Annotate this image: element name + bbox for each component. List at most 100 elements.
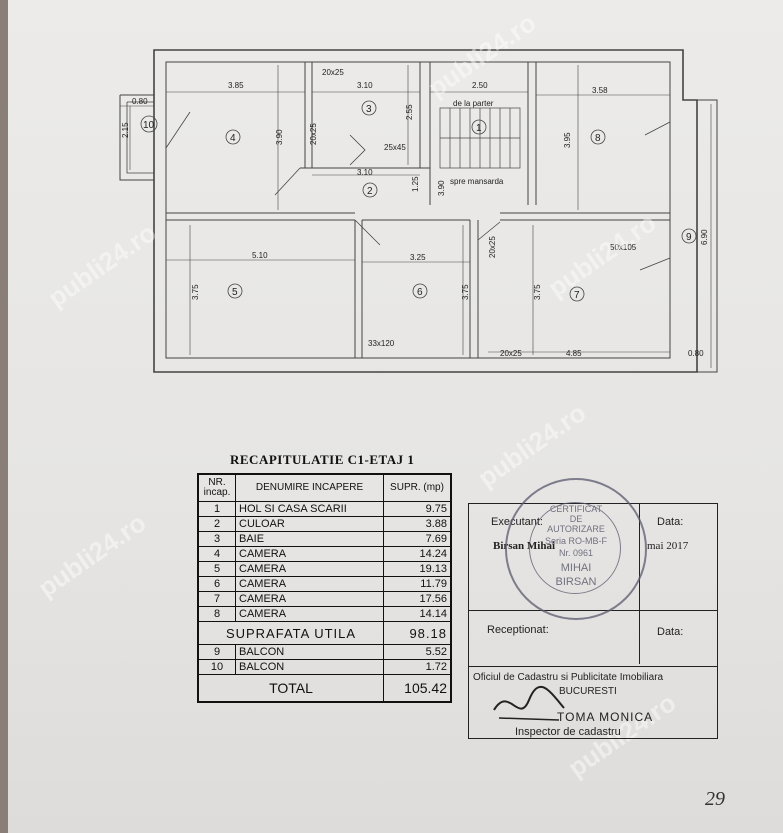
office-text: Oficiul de Cadastru si Publicitate Imobi… (473, 672, 664, 683)
cell-name: CAMERA (235, 561, 384, 577)
cell-nr: 9 (197, 644, 236, 660)
signature-box: Executant: Data: Birsan Mihai mai 2017 R… (468, 503, 718, 739)
header-name: DENUMIRE INCAPERE (235, 473, 384, 502)
dim-label: 2.50 (472, 81, 488, 90)
seal-line: BIRSAN (555, 576, 597, 588)
data-label: Data: (657, 626, 684, 638)
total-value: 105.42 (383, 674, 452, 703)
dim-label: 3.10 (357, 81, 373, 90)
plan-note: 33x120 (368, 339, 395, 348)
seal-line: AUTORIZARE (547, 524, 605, 534)
cell-area: 17.56 (383, 591, 452, 607)
data-label: Data: (657, 516, 684, 528)
dim-label: 3.95 (563, 132, 572, 148)
cell-area: 7.69 (383, 531, 452, 547)
dim-label: 3.75 (461, 284, 470, 300)
cell-nr: 10 (197, 659, 236, 675)
dim-label: 3.75 (533, 284, 542, 300)
plan-note: 20x25 (488, 236, 497, 258)
seal-line: DE (569, 514, 583, 524)
dim-label: 3.25 (410, 253, 426, 262)
room-number: 5 (232, 287, 238, 298)
room-number: 1 (476, 123, 482, 134)
cell-name: BAIE (235, 531, 384, 547)
page-number: 29 (705, 788, 725, 810)
dim-label: 3.85 (228, 81, 244, 90)
plan-note: 50x105 (610, 243, 637, 252)
cell-nr: 3 (197, 531, 236, 547)
divider (639, 504, 640, 664)
cell-area: 3.88 (383, 516, 452, 532)
cell-area: 14.14 (383, 606, 452, 622)
cell-area: 14.24 (383, 546, 452, 562)
inner-wall (165, 61, 671, 359)
plan-note: 20x25 (309, 123, 318, 145)
plan-note: 25x45 (384, 143, 406, 152)
date-value: mai 2017 (647, 540, 689, 552)
util-area-row: SUPRAFATA UTILA 98.18 (197, 621, 452, 645)
recap-table: NR. incap. DENUMIRE INCAPERE SUPR. (mp) … (197, 473, 452, 703)
plan-note: de la parter (453, 99, 494, 108)
cell-area: 11.79 (383, 576, 452, 592)
cell-name: CULOAR (235, 516, 384, 532)
receptionat-section (469, 610, 717, 667)
cell-name: HOL SI CASA SCARII (235, 501, 384, 517)
dim-label: 6.90 (700, 229, 709, 245)
plan-note: spre mansarda (450, 177, 504, 186)
room-number: 10 (143, 120, 155, 131)
signature-scribble (493, 685, 565, 721)
dim-label: 2.55 (405, 104, 414, 120)
cell-nr: 1 (197, 501, 236, 517)
inspector-title: Inspector de cadastru (515, 726, 621, 738)
total-label: TOTAL (197, 674, 384, 703)
cell-nr: 4 (197, 546, 236, 562)
dim-label: 0.80 (688, 349, 704, 358)
cell-nr: 8 (197, 606, 236, 622)
balcony-10-outline (119, 94, 154, 181)
cell-nr: 7 (197, 591, 236, 607)
outer-wall (153, 49, 698, 373)
dim-label: 2.15 (121, 122, 130, 138)
cell-area: 1.72 (383, 659, 452, 675)
cell-name: BALCON (235, 644, 384, 660)
util-label: SUPRAFATA UTILA (197, 621, 384, 645)
recap-title: RECAPITULATIE C1-ETAJ 1 (230, 452, 415, 467)
dim-label: 3.75 (191, 284, 200, 300)
cell-name: CAMERA (235, 546, 384, 562)
dim-label: 3.10 (357, 168, 373, 177)
room-number: 4 (230, 133, 236, 144)
seal-line: MIHAI (560, 562, 592, 574)
cell-nr: 6 (197, 576, 236, 592)
dim-label: 0.80 (132, 97, 148, 106)
header-area: SUPR. (mp) (383, 473, 452, 502)
room-number: 7 (574, 290, 580, 301)
room-number: 9 (686, 232, 692, 243)
total-row: TOTAL 105.42 (197, 674, 452, 703)
table-header-row: NR. incap. DENUMIRE INCAPERE SUPR. (mp) (197, 473, 452, 502)
cell-name: CAMERA (235, 576, 384, 592)
dim-label: 5.10 (252, 251, 268, 260)
room-number: 3 (366, 104, 372, 115)
receptionat-label: Receptionat: (487, 624, 549, 636)
util-value: 98.18 (383, 621, 452, 645)
dim-label: 3.58 (592, 86, 608, 95)
plan-note: 20x25 (500, 349, 522, 358)
authorization-seal: CERTIFICAT DE AUTORIZARE Seria RO-MB-F N… (505, 478, 647, 620)
cell-name: CAMERA (235, 606, 384, 622)
header-nr: NR. incap. (197, 473, 236, 502)
seal-line: Seria RO-MB-F (544, 536, 607, 546)
dim-label: 3.90 (437, 180, 446, 196)
cell-name: BALCON (235, 659, 384, 675)
room-number: 2 (367, 186, 373, 197)
dim-label: 1.25 (411, 176, 420, 192)
office-city: BUCURESTI (559, 686, 617, 697)
